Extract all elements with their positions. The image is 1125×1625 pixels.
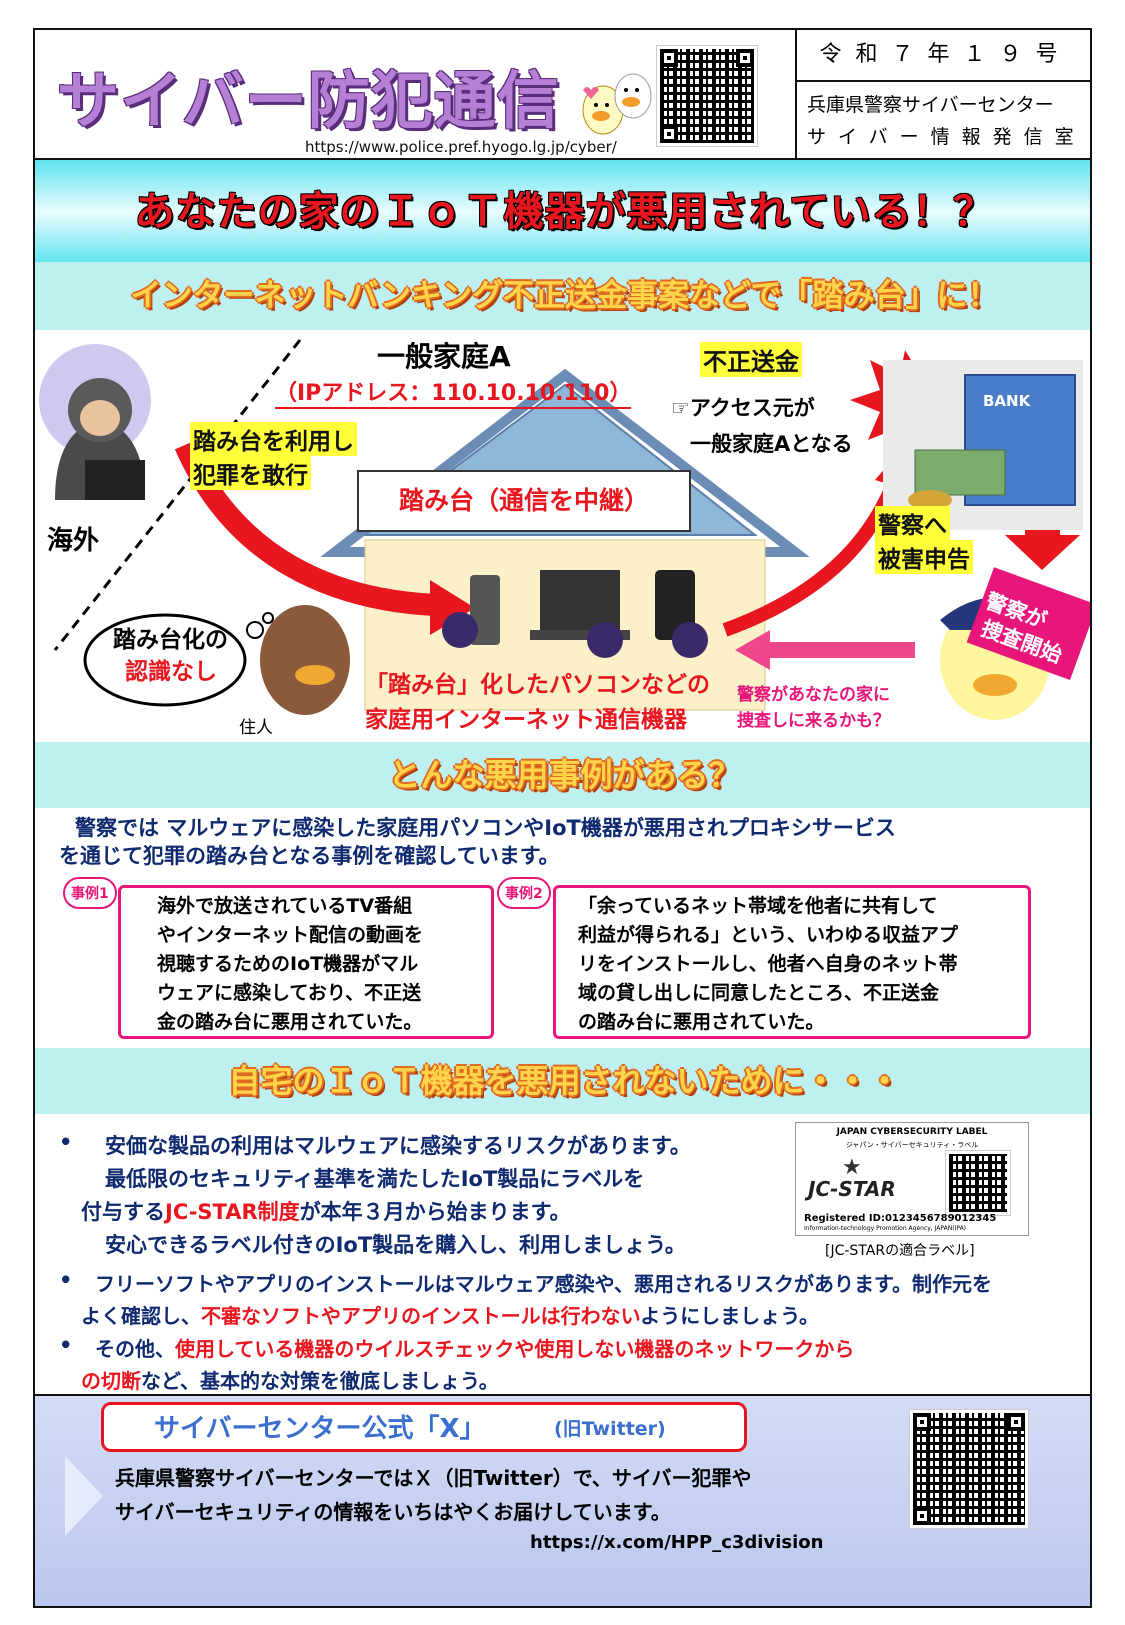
case2-line: 「余っているネット帯域を他者に共有して [578, 895, 938, 917]
bullet3-warning: の切断 [81, 1369, 141, 1393]
bullet-marker: • [59, 1333, 73, 1357]
resident-bird-icon [260, 605, 350, 715]
bullet1-line3: 付与するJC-STAR制度が本年３月から始まります。 [81, 1196, 571, 1226]
illustration-area: 一般家庭A （IPアドレス：110.10.10.110） 不正送金 ☞アクセス元… [35, 330, 1090, 742]
access-source-line1: ☞アクセス元が [671, 396, 815, 420]
hacker-icon [39, 344, 151, 500]
newsletter-title: サイバー防犯通信 [57, 64, 560, 137]
case2-line: 利益が得られる」という、いわゆる収益アプ [578, 924, 959, 946]
header-url[interactable]: https://www.police.pref.hyogo.lg.jp/cybe… [305, 138, 617, 156]
case1-line: ウェアに感染しており、不正送 [157, 982, 422, 1004]
footer-line2: サイバーセキュリティの情報をいちはやくお届けしています。 [115, 1500, 671, 1524]
case2-line: の踏み台に悪用されていた。 [578, 1011, 825, 1033]
issue-number: 令和７年１９号 [797, 30, 1090, 82]
resident-label: 住人 [239, 718, 273, 738]
report-line2: 被害申告 [875, 540, 973, 574]
section-heading-bar: 自宅のＩｏＴ機器を悪用されないために・・・ [35, 1048, 1090, 1114]
label-agency: Information-technology Promotion Agency,… [804, 1225, 967, 1232]
label-qr-code [945, 1150, 1011, 1216]
bullet1-line4: 安心できるラベル付きのIoT製品を購入し、利用しましょう。 [105, 1233, 686, 1257]
bullet2-text: よく確認し、 [81, 1304, 201, 1328]
house-icon [320, 368, 810, 711]
section-heading-bar: とんな悪用事例がある？ [35, 742, 1090, 808]
devices-line1: 「踏み台」化したパソコンなどの [365, 672, 710, 698]
star-icon: ★ [842, 1155, 862, 1180]
access-source-line2: 一般家庭Aとなる [690, 432, 853, 456]
case2-tag: 事例2 [497, 877, 551, 909]
fraud-transfer-label: 不正送金 [700, 342, 802, 377]
section-heading-bar: インターネットバンキング不正送金事案などで「踏み台」に！ [35, 262, 1090, 330]
case1-line: やインターネット配信の動画を [157, 924, 424, 946]
headline-text: あなたの家のＩｏＴ機器が悪用されている！？ [134, 189, 995, 235]
bullet1-line1: 安価な製品の利用はマルウェアに感染するリスクがあります。 [105, 1134, 691, 1158]
label-registered-id: Registered ID:0123456789012345 [804, 1213, 997, 1224]
house-a-label: 一般家庭A [377, 340, 511, 373]
department-name: サイバー情報発信室 [807, 126, 1086, 148]
bank-sign: BANK [983, 392, 1031, 410]
case2-box: 「余っているネット帯域を他者に共有して 利益が得られる」という、いわゆる収益アプ… [553, 885, 1031, 1039]
relay-label: 踏み台（通信を中継） [357, 470, 691, 532]
organization-name: 兵庫県警察サイバーセンター [807, 94, 1054, 116]
bullet2-line2: よく確認し、不審なソフトやアプリのインストールは行わないようにしましょう。 [81, 1300, 819, 1329]
x-account-subtitle: (旧Twitter) [554, 1418, 666, 1440]
section1-heading: インターネットバンキング不正送金事案などで「踏み台」に！ [130, 278, 999, 314]
case1-line: 海外で放送されているTV番組 [157, 895, 413, 917]
duck-mascot-icon [582, 73, 652, 135]
label-caption: [JC-STARの適合ラベル] [825, 1243, 975, 1259]
footer-line1: 兵庫県警察サイバーセンターではＸ（旧Twitter）で、サイバー犯罪や [115, 1466, 752, 1490]
case1-tag: 事例1 [63, 877, 117, 909]
case1-box: 海外で放送されているTV番組 やインターネット配信の動画を 視聴するためのIoT… [118, 885, 494, 1039]
unaware-line1: 踏み台化の [113, 627, 228, 653]
jc-star-term: JC-STAR制度 [165, 1200, 300, 1224]
section2-heading: とんな悪用事例がある？ [388, 756, 741, 794]
intro-line1: 警察では マルウェアに感染した家庭用パソコンやIoT機器が悪用されプロキシサービ… [75, 816, 896, 840]
case1-line: 金の踏み台に悪用されていた。 [157, 1011, 423, 1033]
x-account-title: サイバーセンター公式「X」 [154, 1414, 486, 1444]
police-visit-line2: 捜査しに来るかも？ [737, 711, 890, 731]
bullet-marker: • [59, 1130, 73, 1154]
case2-line: 域の貸し出しに同意したところ、不正送金 [578, 982, 940, 1004]
ip-address: （IPアドレス：110.10.10.110） [275, 375, 632, 409]
bullet2-text: ようにしましょう。 [640, 1304, 820, 1328]
bullet3-line1: その他、使用している機器のウイルスチェックや使用しない機器のネットワークから [95, 1333, 854, 1362]
bullet3-line2: の切断など、基本的な対策を徹底しましょう。 [81, 1365, 499, 1394]
report-line1: 警察へ [875, 506, 950, 540]
bullet3-text: その他、 [95, 1337, 175, 1361]
website-qr-code[interactable] [656, 45, 758, 147]
overseas-label: 海外 [47, 526, 100, 556]
bullet2-line1: フリーソフトやアプリのインストールはマルウェア感染や、悪用されるリスクがあります… [95, 1272, 992, 1296]
case2-line: リをインストールし、他者へ自身のネット帯 [578, 953, 958, 975]
stepping-stone-line2: 犯罪を敢行 [190, 456, 311, 490]
bullet1-line3-text: が本年３月から始まります。 [299, 1200, 571, 1224]
footer-decor-triangle-icon [65, 1456, 103, 1536]
page-frame: サイバー防犯通信 https://www.police.pref.hyogo.l… [33, 28, 1092, 1608]
x-account-url[interactable]: https://x.com/HPP_c3division [530, 1532, 824, 1553]
x-account-title-box: サイバーセンター公式「X」 (旧Twitter) [101, 1402, 747, 1452]
bank-icon [883, 360, 1083, 530]
issue-info-box: 令和７年１９号 兵庫県警察サイバーセンター サイバー情報発信室 [795, 30, 1090, 158]
bullet2-warning: 不審なソフトやアプリのインストールは行わない [201, 1304, 641, 1328]
bullet1-line2: 最低限のセキュリティ基準を満たしたIoT製品にラベルを [105, 1167, 645, 1191]
stepping-stone-line1: 踏み台を利用し [190, 422, 357, 456]
devices-line2: 家庭用インターネット通信機器 [365, 707, 687, 733]
intro-line2: を通じて犯罪の踏み台となる事例を確認しています。 [59, 844, 560, 868]
label-top-text: JAPAN CYBERSECURITY LABEL [836, 1127, 988, 1137]
label-sub-text: ジャパン・サイバーセキュリティ・ラベル [845, 1141, 979, 1149]
jc-star-label-image: JAPAN CYBERSECURITY LABEL ジャパン・サイバーセキュリテ… [795, 1122, 1029, 1236]
footer-panel: サイバーセンター公式「X」 (旧Twitter) 兵庫県警察サイバーセンターでは… [35, 1394, 1090, 1606]
bullet1-line3-text: 付与する [81, 1200, 165, 1224]
police-visit-line1: 警察があなたの家に [737, 685, 890, 705]
case1-line: 視聴するためのIoT機器がマル [157, 953, 419, 975]
headline-banner: あなたの家のＩｏＴ機器が悪用されている！？ [35, 158, 1090, 266]
x-account-qr-code[interactable] [909, 1409, 1029, 1529]
bullet-marker: • [59, 1268, 73, 1292]
bullet3-warning: 使用している機器のウイルスチェックや使用しない機器のネットワークから [175, 1337, 855, 1361]
section3-heading: 自宅のＩｏＴ機器を悪用されないために・・・ [228, 1062, 901, 1100]
unaware-line2: 認識なし [125, 659, 217, 685]
bullet3-text: など、基本的な対策を徹底しましょう。 [141, 1369, 499, 1393]
jc-star-logo: JC-STAR [808, 1177, 896, 1201]
